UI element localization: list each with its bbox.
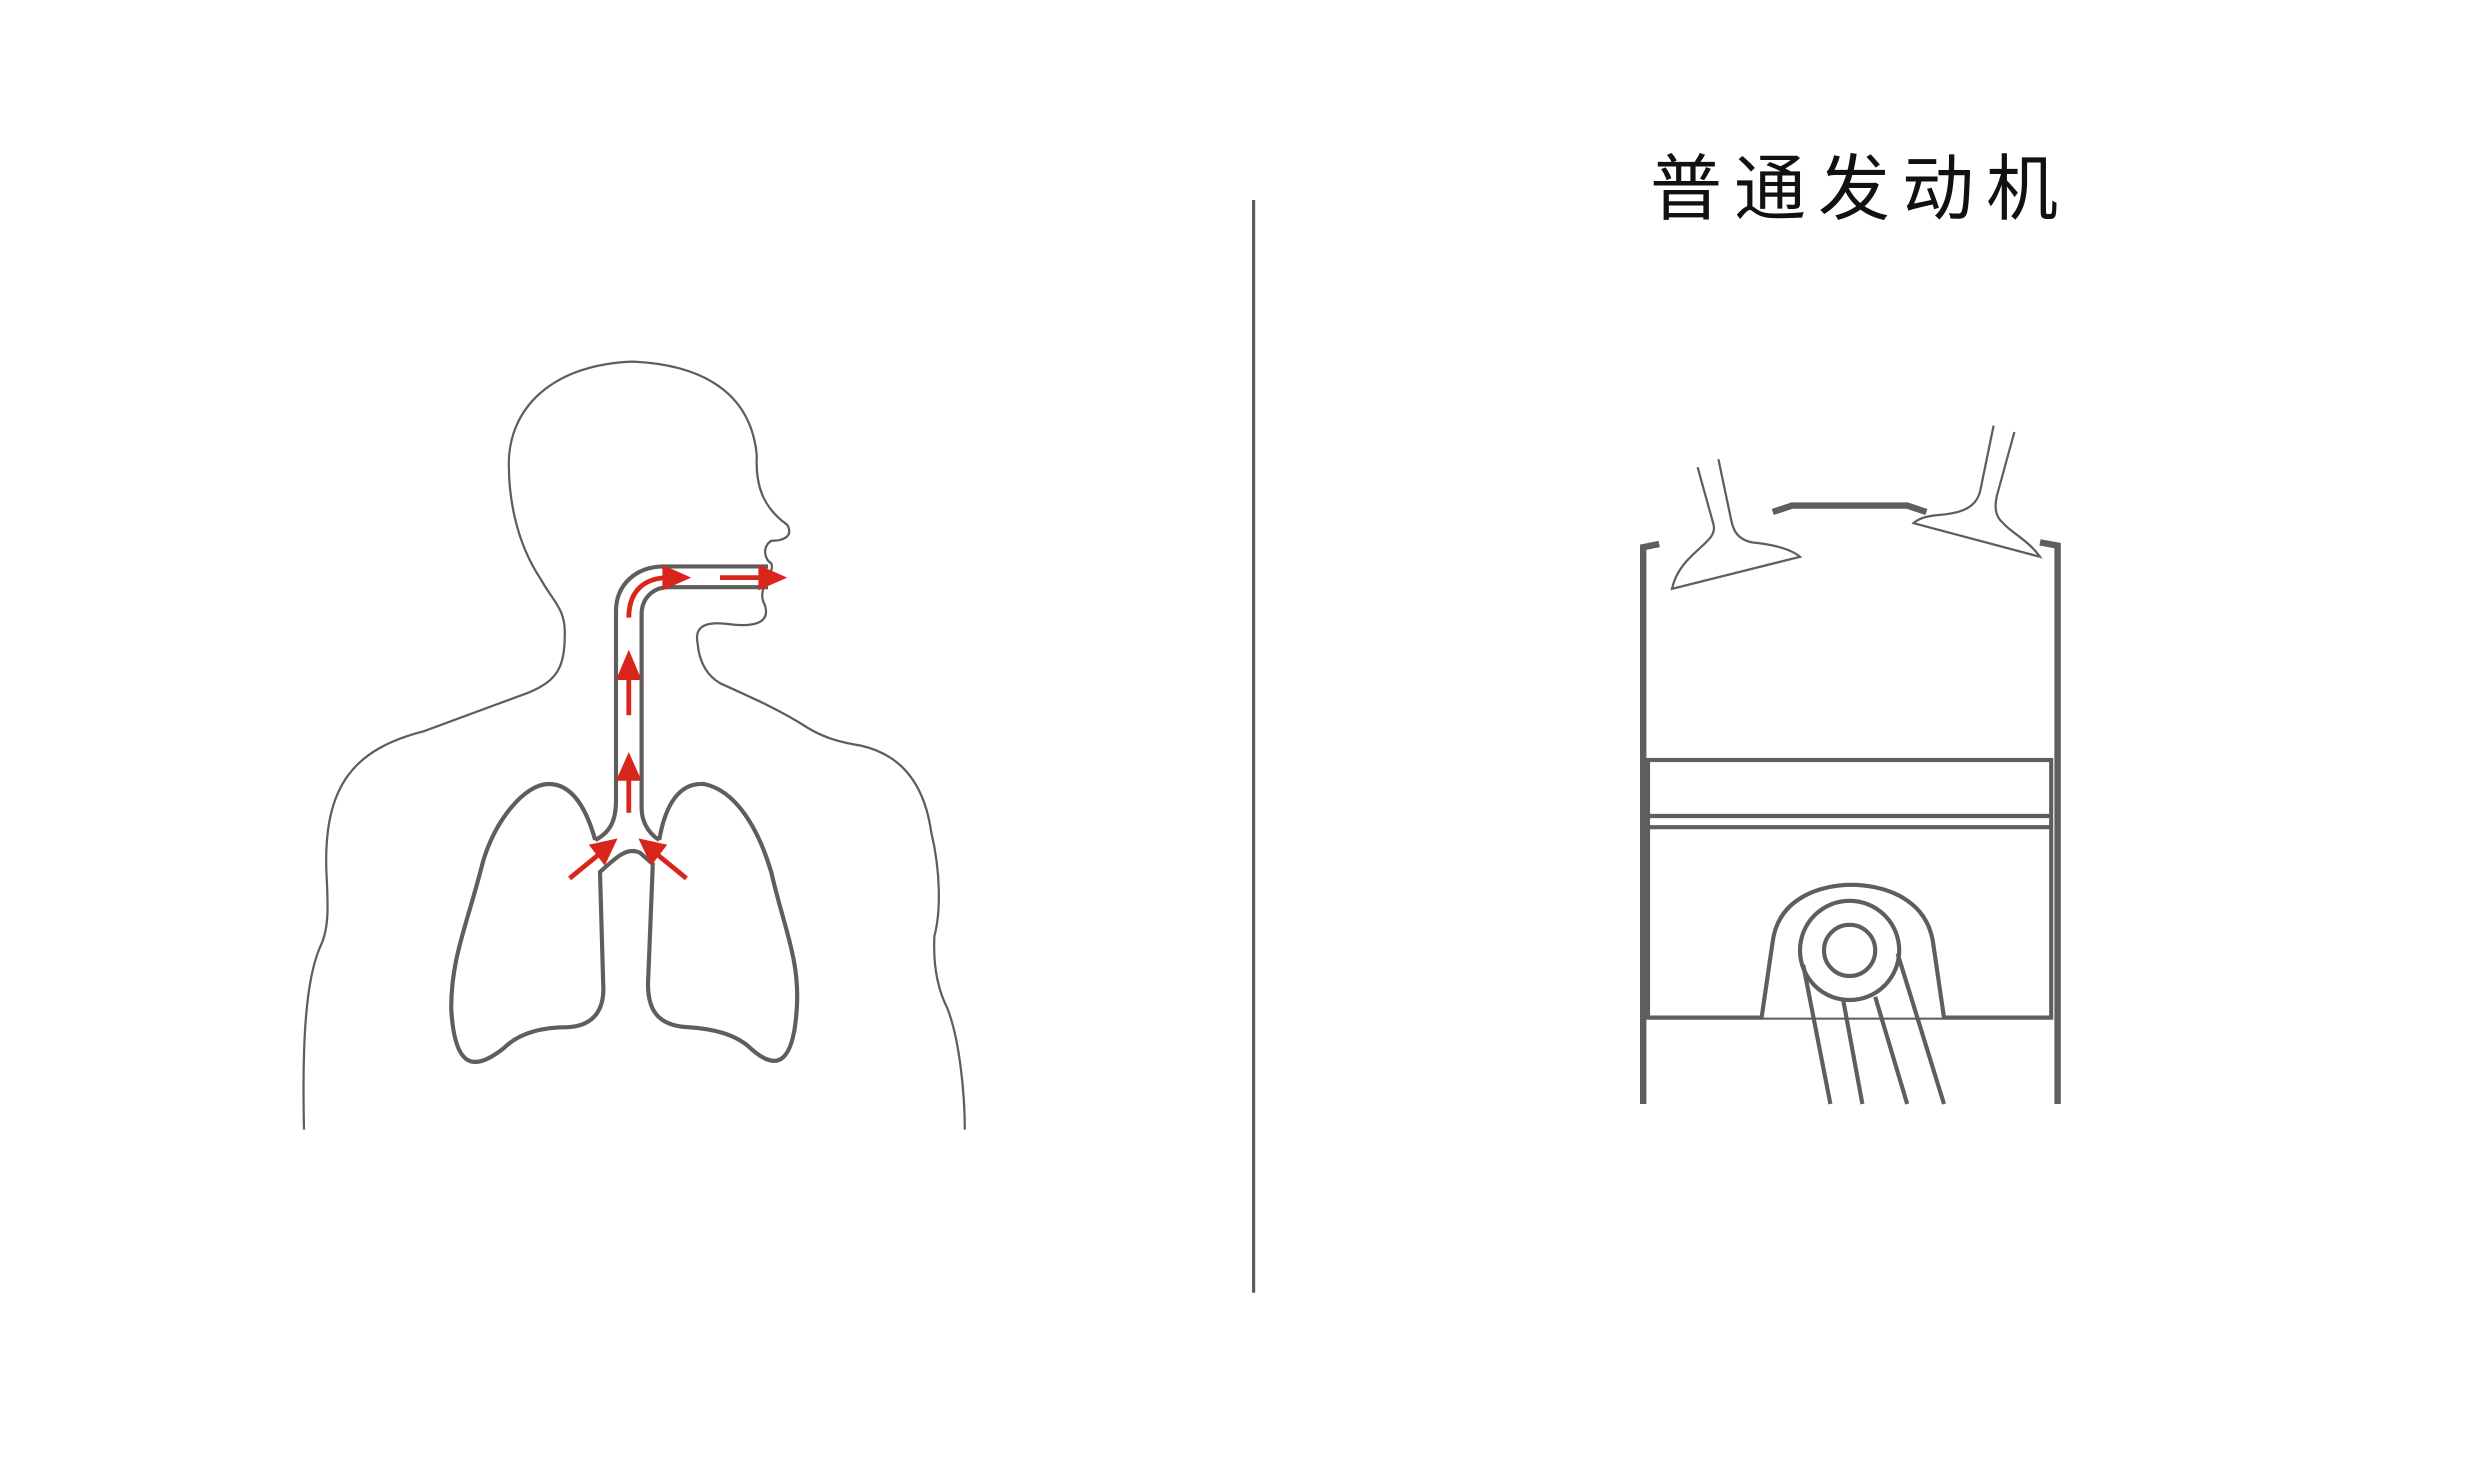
arrow-up-upper-head bbox=[616, 649, 642, 680]
trachea-inner-wall bbox=[639, 585, 768, 842]
human-respiratory-figure bbox=[302, 360, 966, 1130]
engine-title: 普通发动机 bbox=[1649, 147, 2070, 231]
body-outline bbox=[302, 360, 966, 1130]
wrist-pin bbox=[1821, 922, 1878, 979]
connecting-rod-line-2 bbox=[1841, 999, 1865, 1105]
arrow-up-lower-head bbox=[616, 752, 642, 781]
cylinder-wall-left bbox=[1640, 540, 1660, 1104]
arrow-exhale-head bbox=[758, 564, 788, 591]
cylinder-head bbox=[1771, 502, 1928, 516]
intake-valve bbox=[1670, 458, 1803, 591]
arrow-left-bronchus-head bbox=[588, 838, 618, 866]
piston-skirt-cutout bbox=[1648, 882, 2052, 1020]
connecting-rod-line-3 bbox=[1873, 996, 1910, 1105]
cylinder-wall-right bbox=[2039, 539, 2061, 1104]
engine-cylinder-figure bbox=[1640, 425, 2061, 1105]
wrist-pin-boss bbox=[1797, 898, 1902, 1003]
arrow-right-bronchus-head bbox=[638, 838, 668, 866]
arrow-curve bbox=[626, 575, 669, 618]
airflow-arrows bbox=[568, 564, 788, 881]
left-lung bbox=[449, 781, 800, 1064]
trachea-outer-wall bbox=[594, 564, 768, 842]
exhaust-valve bbox=[1911, 425, 2043, 559]
arrow-curve-head bbox=[662, 564, 692, 591]
connecting-rod-line-1 bbox=[1801, 964, 1833, 1105]
connecting-rod-line-4 bbox=[1895, 952, 1946, 1105]
